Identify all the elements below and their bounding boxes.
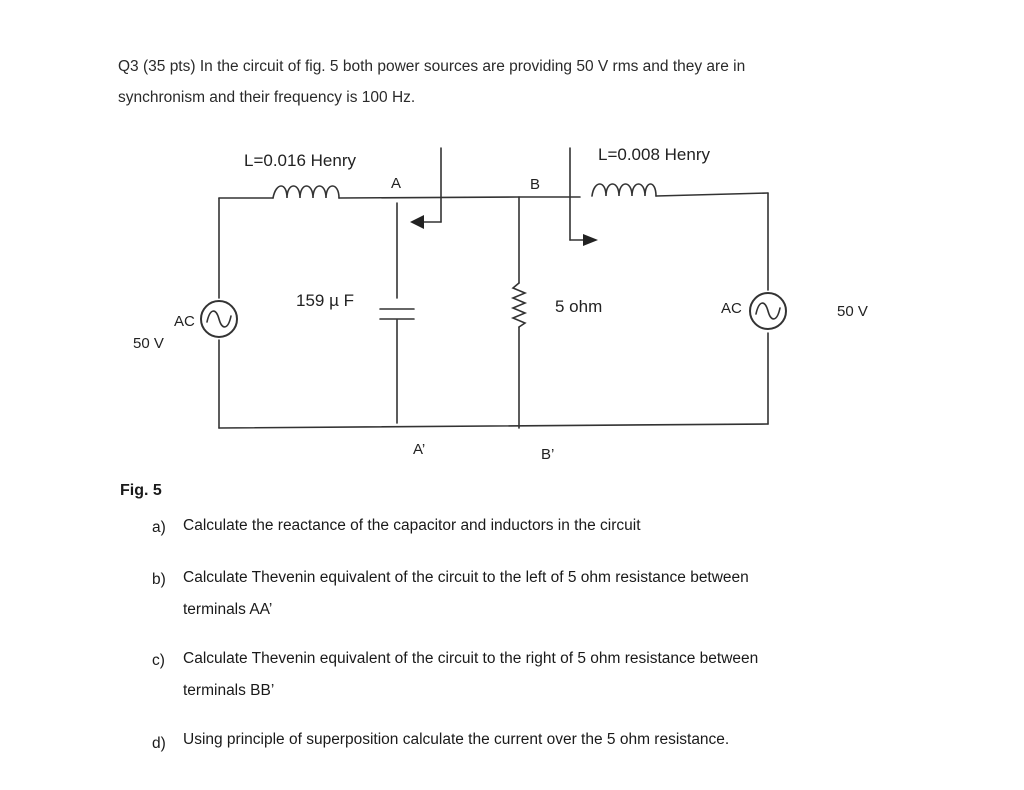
ac-source-right-wave	[755, 302, 781, 320]
part-c-marker: c)	[152, 652, 165, 669]
node-a-prime-label: A’	[413, 441, 426, 458]
ac-source-right-circle	[749, 292, 787, 330]
inductor-left-coil	[272, 185, 340, 199]
inductor-right-coil	[591, 183, 657, 197]
node-b-prime-label: B’	[541, 446, 555, 463]
capacitor-label: 159 µ F	[296, 291, 354, 310]
question-line-1: Q3 (35 pts) In the circuit of fig. 5 bot…	[118, 58, 746, 75]
question-line-2: synchronism and their frequency is 100 H…	[118, 89, 416, 106]
wire-top-middle	[338, 196, 520, 199]
part-b-text-line-2: terminals AA’	[183, 601, 273, 618]
part-c-text-line-2: terminals BB’	[183, 682, 275, 699]
part-d-text: Using principle of superposition calcula…	[183, 731, 730, 748]
wire-bottom	[218, 423, 769, 429]
resistor-zigzag	[510, 282, 528, 328]
inductor-left-label: L=0.016 Henry	[244, 151, 356, 170]
source-left-type: AC	[174, 313, 195, 330]
source-right-voltage: 50 V	[837, 303, 868, 320]
figure-caption: Fig. 5	[120, 482, 162, 499]
source-right-type: AC	[721, 300, 742, 317]
resistor-label: 5 ohm	[555, 297, 603, 316]
wire-top-right-2	[655, 192, 769, 197]
ac-source-left-wave	[206, 310, 232, 328]
switch-a-arrowhead	[410, 215, 424, 229]
node-b-label: B	[530, 176, 541, 193]
part-b-text-line-1: Calculate Thevenin equivalent of the cir…	[183, 569, 749, 586]
node-a-label: A	[391, 175, 402, 192]
part-d-marker: d)	[152, 735, 166, 752]
switch-b-arrowhead	[583, 234, 598, 246]
inductor-right-label: L=0.008 Henry	[598, 145, 710, 164]
ac-source-left-circle	[200, 300, 238, 338]
part-a-marker: a)	[152, 519, 166, 536]
part-c-text-line-1: Calculate Thevenin equivalent of the cir…	[183, 650, 759, 667]
part-a-text: Calculate the reactance of the capacitor…	[183, 517, 641, 534]
source-left-voltage: 50 V	[133, 335, 164, 352]
part-b-marker: b)	[152, 571, 166, 588]
